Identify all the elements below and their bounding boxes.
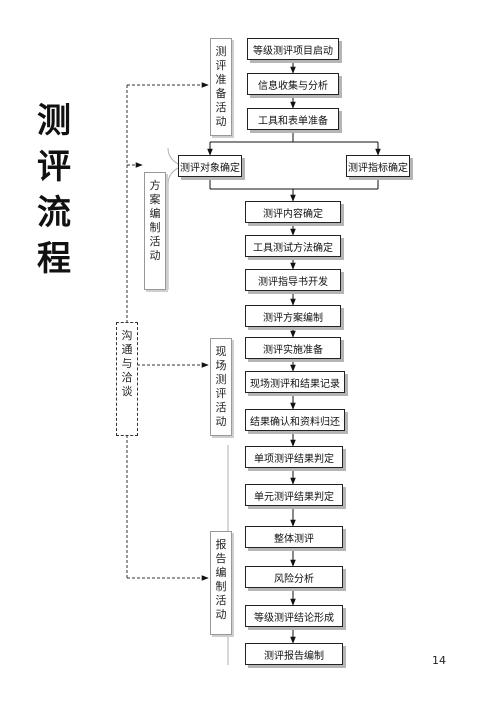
- step-unit-judge: 单元测评结果判定: [245, 484, 343, 506]
- step-impl-prep: 测评实施准备: [245, 337, 341, 359]
- step-guide-develop: 测评指导书开发: [245, 269, 341, 291]
- step-conclusion: 等级测评结论形成: [245, 605, 343, 627]
- phase-label-prep: 测评准备活动: [210, 38, 232, 136]
- main-flow-arrows: [207, 60, 381, 644]
- page-title: 测评流程: [37, 101, 71, 279]
- phase-label-report: 报告编制活动: [210, 531, 232, 635]
- phase-label-plan: 方案编制活动: [144, 172, 166, 290]
- phase-label-communication: 沟通与洽谈: [116, 322, 138, 436]
- step-scheme-compile: 测评方案编制: [245, 305, 341, 327]
- step-result-confirm: 结果确认和资料归还: [245, 409, 345, 431]
- step-project-start: 等级测评项目启动: [247, 38, 339, 60]
- step-indicator-confirm: 测评指标确定: [346, 155, 410, 177]
- phase-label-onsite: 现场测评活动: [210, 338, 232, 436]
- step-onsite-record: 现场测评和结果记录: [245, 371, 345, 393]
- step-info-collection: 信息收集与分析: [247, 73, 339, 95]
- step-risk-analysis: 风险分析: [245, 566, 343, 588]
- step-item-judge: 单项测评结果判定: [245, 446, 343, 468]
- step-tools-prep: 工具和表单准备: [247, 108, 339, 130]
- step-method-confirm: 工具测试方法确定: [245, 235, 341, 257]
- step-report-compile: 测评报告编制: [245, 643, 343, 665]
- step-content-confirm: 测评内容确定: [245, 201, 341, 223]
- step-overall-eval: 整体测评: [245, 526, 343, 548]
- page-number: 14: [432, 654, 446, 667]
- step-object-confirm: 测评对象确定: [178, 155, 242, 177]
